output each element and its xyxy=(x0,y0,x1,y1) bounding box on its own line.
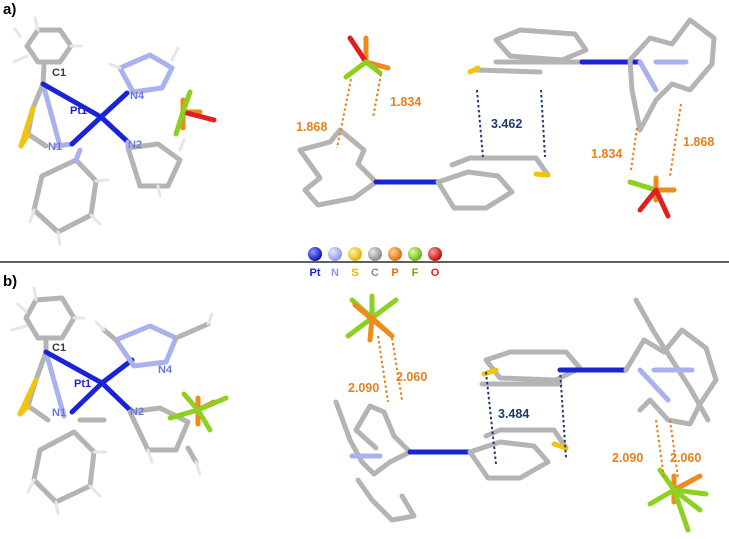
legend-f-sphere xyxy=(408,247,422,261)
legend-n-label: N xyxy=(331,267,339,279)
h-bond-a-top-left xyxy=(336,78,352,149)
h-bond-a-bottom-right xyxy=(669,103,682,177)
panel-a-dimer: 1.868 1.834 3.462 1.834 1.868 xyxy=(296,17,717,219)
legend-c-sphere xyxy=(368,247,382,261)
atom-label-n2: N2 xyxy=(128,139,142,151)
h-bond-b-bottom-right xyxy=(669,419,679,479)
legend-s-label: S xyxy=(351,267,358,279)
panel-b: b) xyxy=(3,273,719,533)
h-bond-a-top-right xyxy=(372,73,382,119)
distance-label-a-top-left: 1.868 xyxy=(296,120,327,134)
distance-label-a-top-right: 1.834 xyxy=(390,95,421,109)
distance-label-b-top-left: 2.090 xyxy=(348,381,379,395)
pi-stack-b-left xyxy=(485,371,497,465)
atom-label-n2: N2 xyxy=(130,406,144,418)
atom-label-n1: N1 xyxy=(48,141,62,153)
atom-label-n4: N4 xyxy=(130,90,145,102)
panel-a-molecule: C1 Pt1 N1 N2 N4 xyxy=(12,16,217,246)
panel-a: a) xyxy=(3,1,717,246)
panel-b-dimer: 2.090 2.060 3.484 2.090 2.060 xyxy=(333,293,719,533)
atom-label-n4: N4 xyxy=(158,364,173,376)
h-bond-b-top-left xyxy=(377,335,389,403)
legend-p-sphere xyxy=(388,247,402,261)
legend-c-label: C xyxy=(371,267,379,279)
legend-pt-sphere xyxy=(308,247,322,261)
distance-label-b-pi: 3.484 xyxy=(498,407,529,421)
legend-p-label: P xyxy=(391,267,398,279)
legend-o-label: O xyxy=(431,267,440,279)
atom-label-c1: C1 xyxy=(52,67,66,79)
legend-o-sphere xyxy=(428,247,442,261)
panel-b-label: b) xyxy=(3,273,17,290)
distance-label-b-bottom-left: 2.090 xyxy=(612,451,643,465)
panel-b-molecule: C1 Pt1 N1 N2 N4 xyxy=(10,286,229,516)
pi-stack-a-right xyxy=(540,89,546,158)
h-bond-a-bottom-left xyxy=(630,127,638,171)
panel-a-label: a) xyxy=(3,1,16,18)
distance-label-b-bottom-right: 2.060 xyxy=(670,451,701,465)
distance-label-b-top-right: 2.060 xyxy=(396,370,427,384)
legend-n-sphere xyxy=(328,247,342,261)
legend-s-sphere xyxy=(348,247,362,261)
pi-stack-a-left xyxy=(476,89,484,158)
atom-label-pt1: Pt1 xyxy=(74,378,91,390)
atom-label-n1: N1 xyxy=(52,407,66,419)
atom-label-c1: C1 xyxy=(52,342,66,354)
distance-label-a-bottom-right: 1.868 xyxy=(683,135,714,149)
distance-label-a-pi: 3.462 xyxy=(491,117,522,131)
legend-pt-label: Pt xyxy=(310,267,321,279)
atom-label-pt1: Pt1 xyxy=(70,105,87,117)
h-bond-b-top-right xyxy=(391,337,403,401)
element-legend: Pt N S C P F O xyxy=(308,247,442,279)
distance-label-a-bottom-left: 1.834 xyxy=(591,147,622,161)
legend-f-label: F xyxy=(412,267,419,279)
